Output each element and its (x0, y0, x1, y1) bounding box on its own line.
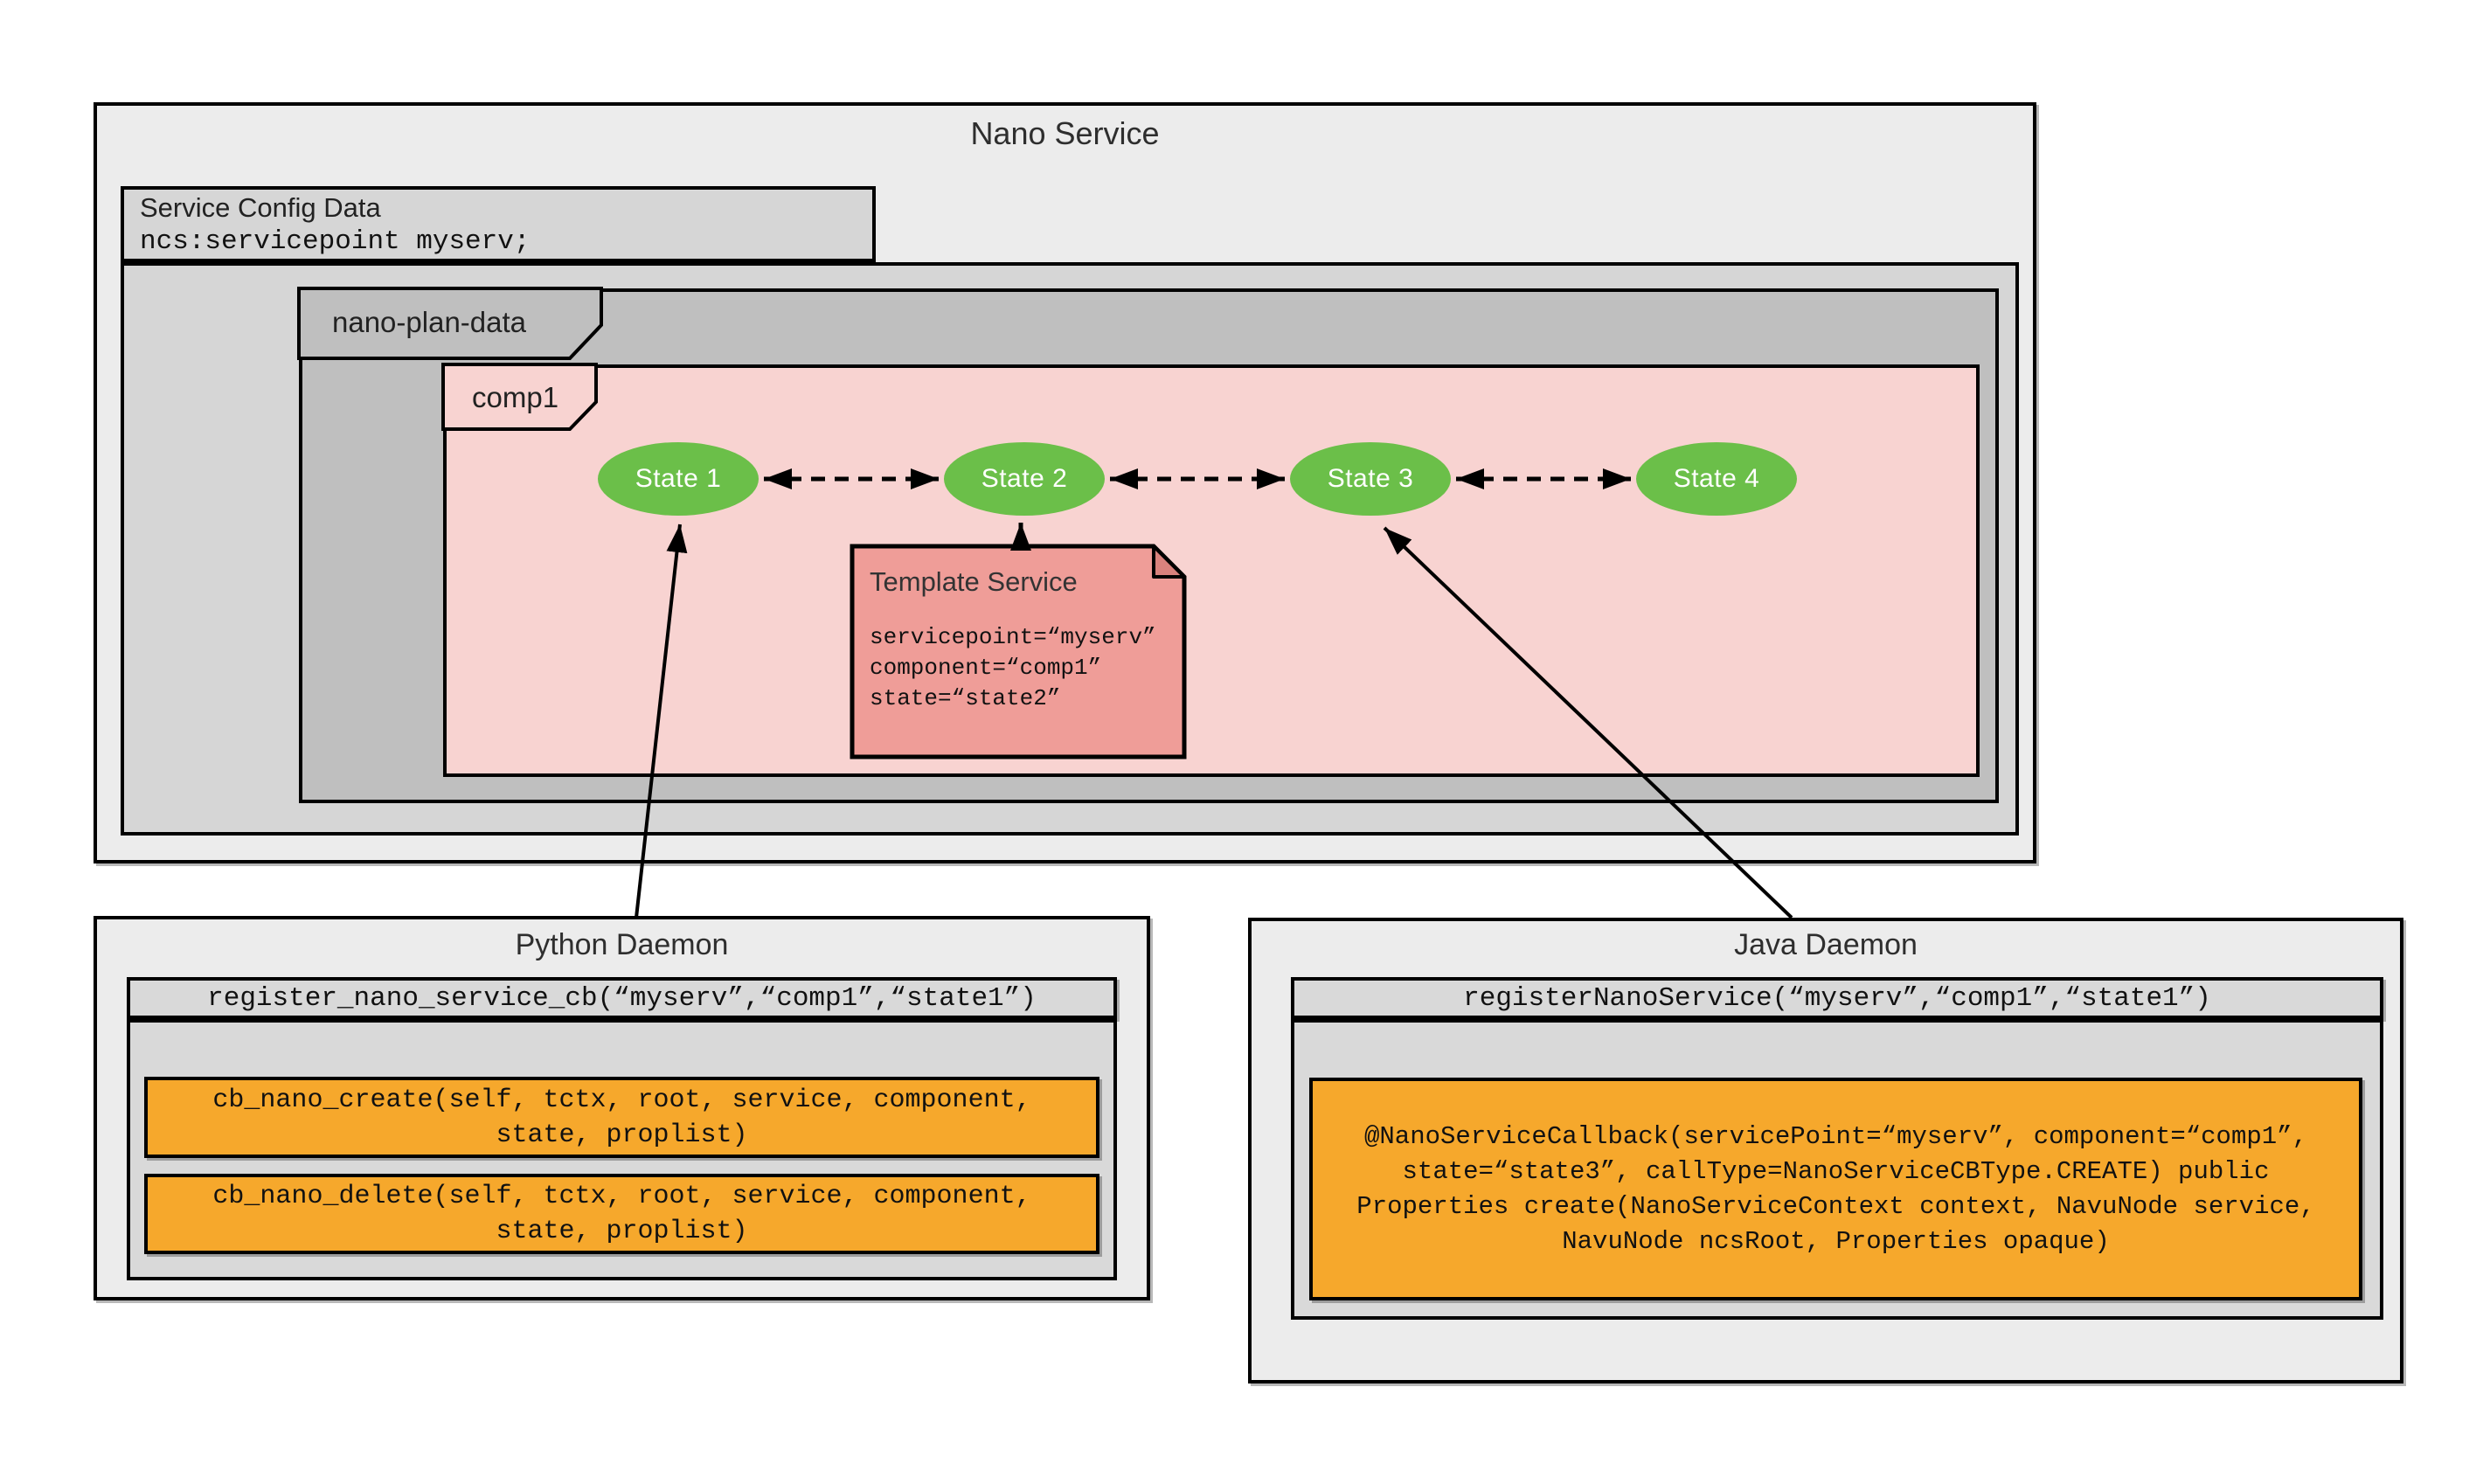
python-cb-create-box: cb_nano_create(self, tctx, root, service… (144, 1077, 1099, 1158)
python-cb-create-line1: cb_nano_create(self, tctx, root, service… (212, 1085, 1031, 1115)
template-note-line: servicepoint=“myserv” (870, 624, 1156, 650)
service-config-label: Service Config Data (140, 192, 381, 223)
service-config-text: Service Config Data ncs:servicepoint mys… (140, 191, 857, 260)
service-config-code: ncs:servicepoint myserv; (140, 226, 531, 257)
state-3-label: State 3 (1327, 464, 1414, 493)
state-4-node: State 4 (1636, 442, 1797, 516)
state-2-label: State 2 (981, 464, 1068, 493)
python-cb-create-line2: state, proplist) (496, 1120, 748, 1150)
java-cb-line3: Properties create(NanoServiceContext con… (1356, 1191, 2315, 1221)
python-daemon-title: Python Daemon (515, 928, 729, 961)
comp1-box (443, 364, 1980, 777)
state-3-node: State 3 (1290, 442, 1451, 516)
python-cb-delete-box: cb_nano_delete(self, tctx, root, service… (144, 1174, 1099, 1254)
java-cb-create-box: @NanoServiceCallback(servicePoint=“myser… (1309, 1078, 2362, 1300)
template-note-line: state=“state2” (870, 685, 1061, 711)
python-register-bar: register_nano_service_cb(“myserv”,“comp1… (127, 977, 1117, 1019)
python-cb-delete-line2: state, proplist) (496, 1217, 748, 1246)
nano-service-title: Nano Service (970, 115, 1160, 151)
python-register-call: register_nano_service_cb(“myserv”,“comp1… (207, 982, 1037, 1014)
java-cb-line1: @NanoServiceCallback(servicePoint=“myser… (1364, 1121, 2307, 1151)
template-note-line: component=“comp1” (870, 655, 1102, 681)
state-1-node: State 1 (598, 442, 759, 516)
service-config-box (121, 186, 876, 262)
template-note-text: Template Service servicepoint=“myserv” c… (870, 566, 1171, 714)
java-cb-line4: NavuNode ncsRoot, Properties opaque) (1562, 1226, 2110, 1256)
template-note-title: Template Service (870, 566, 1078, 597)
state-2-node: State 2 (944, 442, 1105, 516)
comp1-label: comp1 (472, 381, 559, 413)
state-4-label: State 4 (1673, 464, 1760, 493)
nano-plan-data-label: nano-plan-data (332, 306, 527, 338)
java-cb-line2: state=“state3”, callType=NanoServiceCBTy… (1402, 1156, 2270, 1186)
java-register-bar: registerNanoService(“myserv”,“comp1”,“st… (1291, 977, 2383, 1019)
python-cb-delete-line1: cb_nano_delete(self, tctx, root, service… (212, 1182, 1031, 1211)
java-register-call: registerNanoService(“myserv”,“comp1”,“st… (1463, 982, 2211, 1014)
java-daemon-title: Java Daemon (1734, 928, 1918, 961)
state-1-label: State 1 (635, 464, 722, 493)
